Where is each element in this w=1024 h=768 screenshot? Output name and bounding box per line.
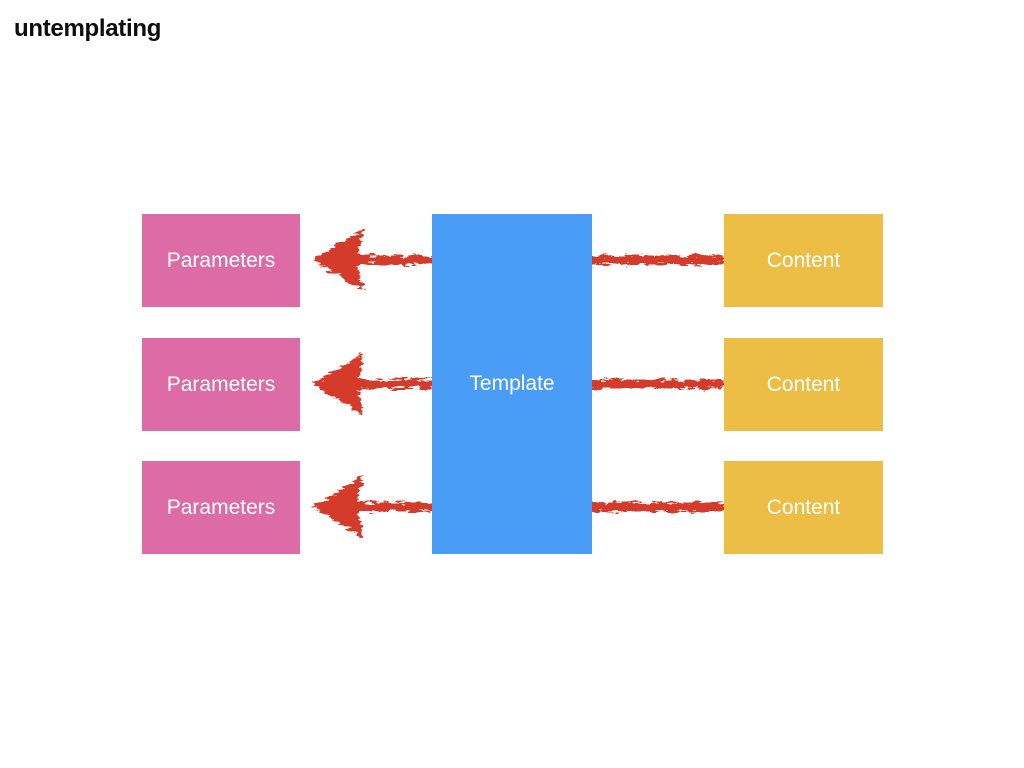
parameters-box-2-label: Parameters [166,372,276,396]
parameters-box-2: Parameters [142,338,300,431]
parameters-box-3: Parameters [142,461,300,554]
template-box-label: Template [469,372,555,395]
page-title: untemplating [14,15,162,42]
content-box-1: Content [724,214,883,307]
parameters-box-1: Parameters [142,214,300,307]
content-box-2-label: Content [766,372,841,396]
parameters-box-1-label: Parameters [166,248,276,272]
template-box: Template [432,214,592,554]
parameters-box-3-label: Parameters [166,495,276,519]
content-box-3-label: Content [766,495,841,519]
content-box-1-label: Content [766,248,841,272]
content-box-3: Content [724,461,883,554]
content-box-2: Content [724,338,883,431]
